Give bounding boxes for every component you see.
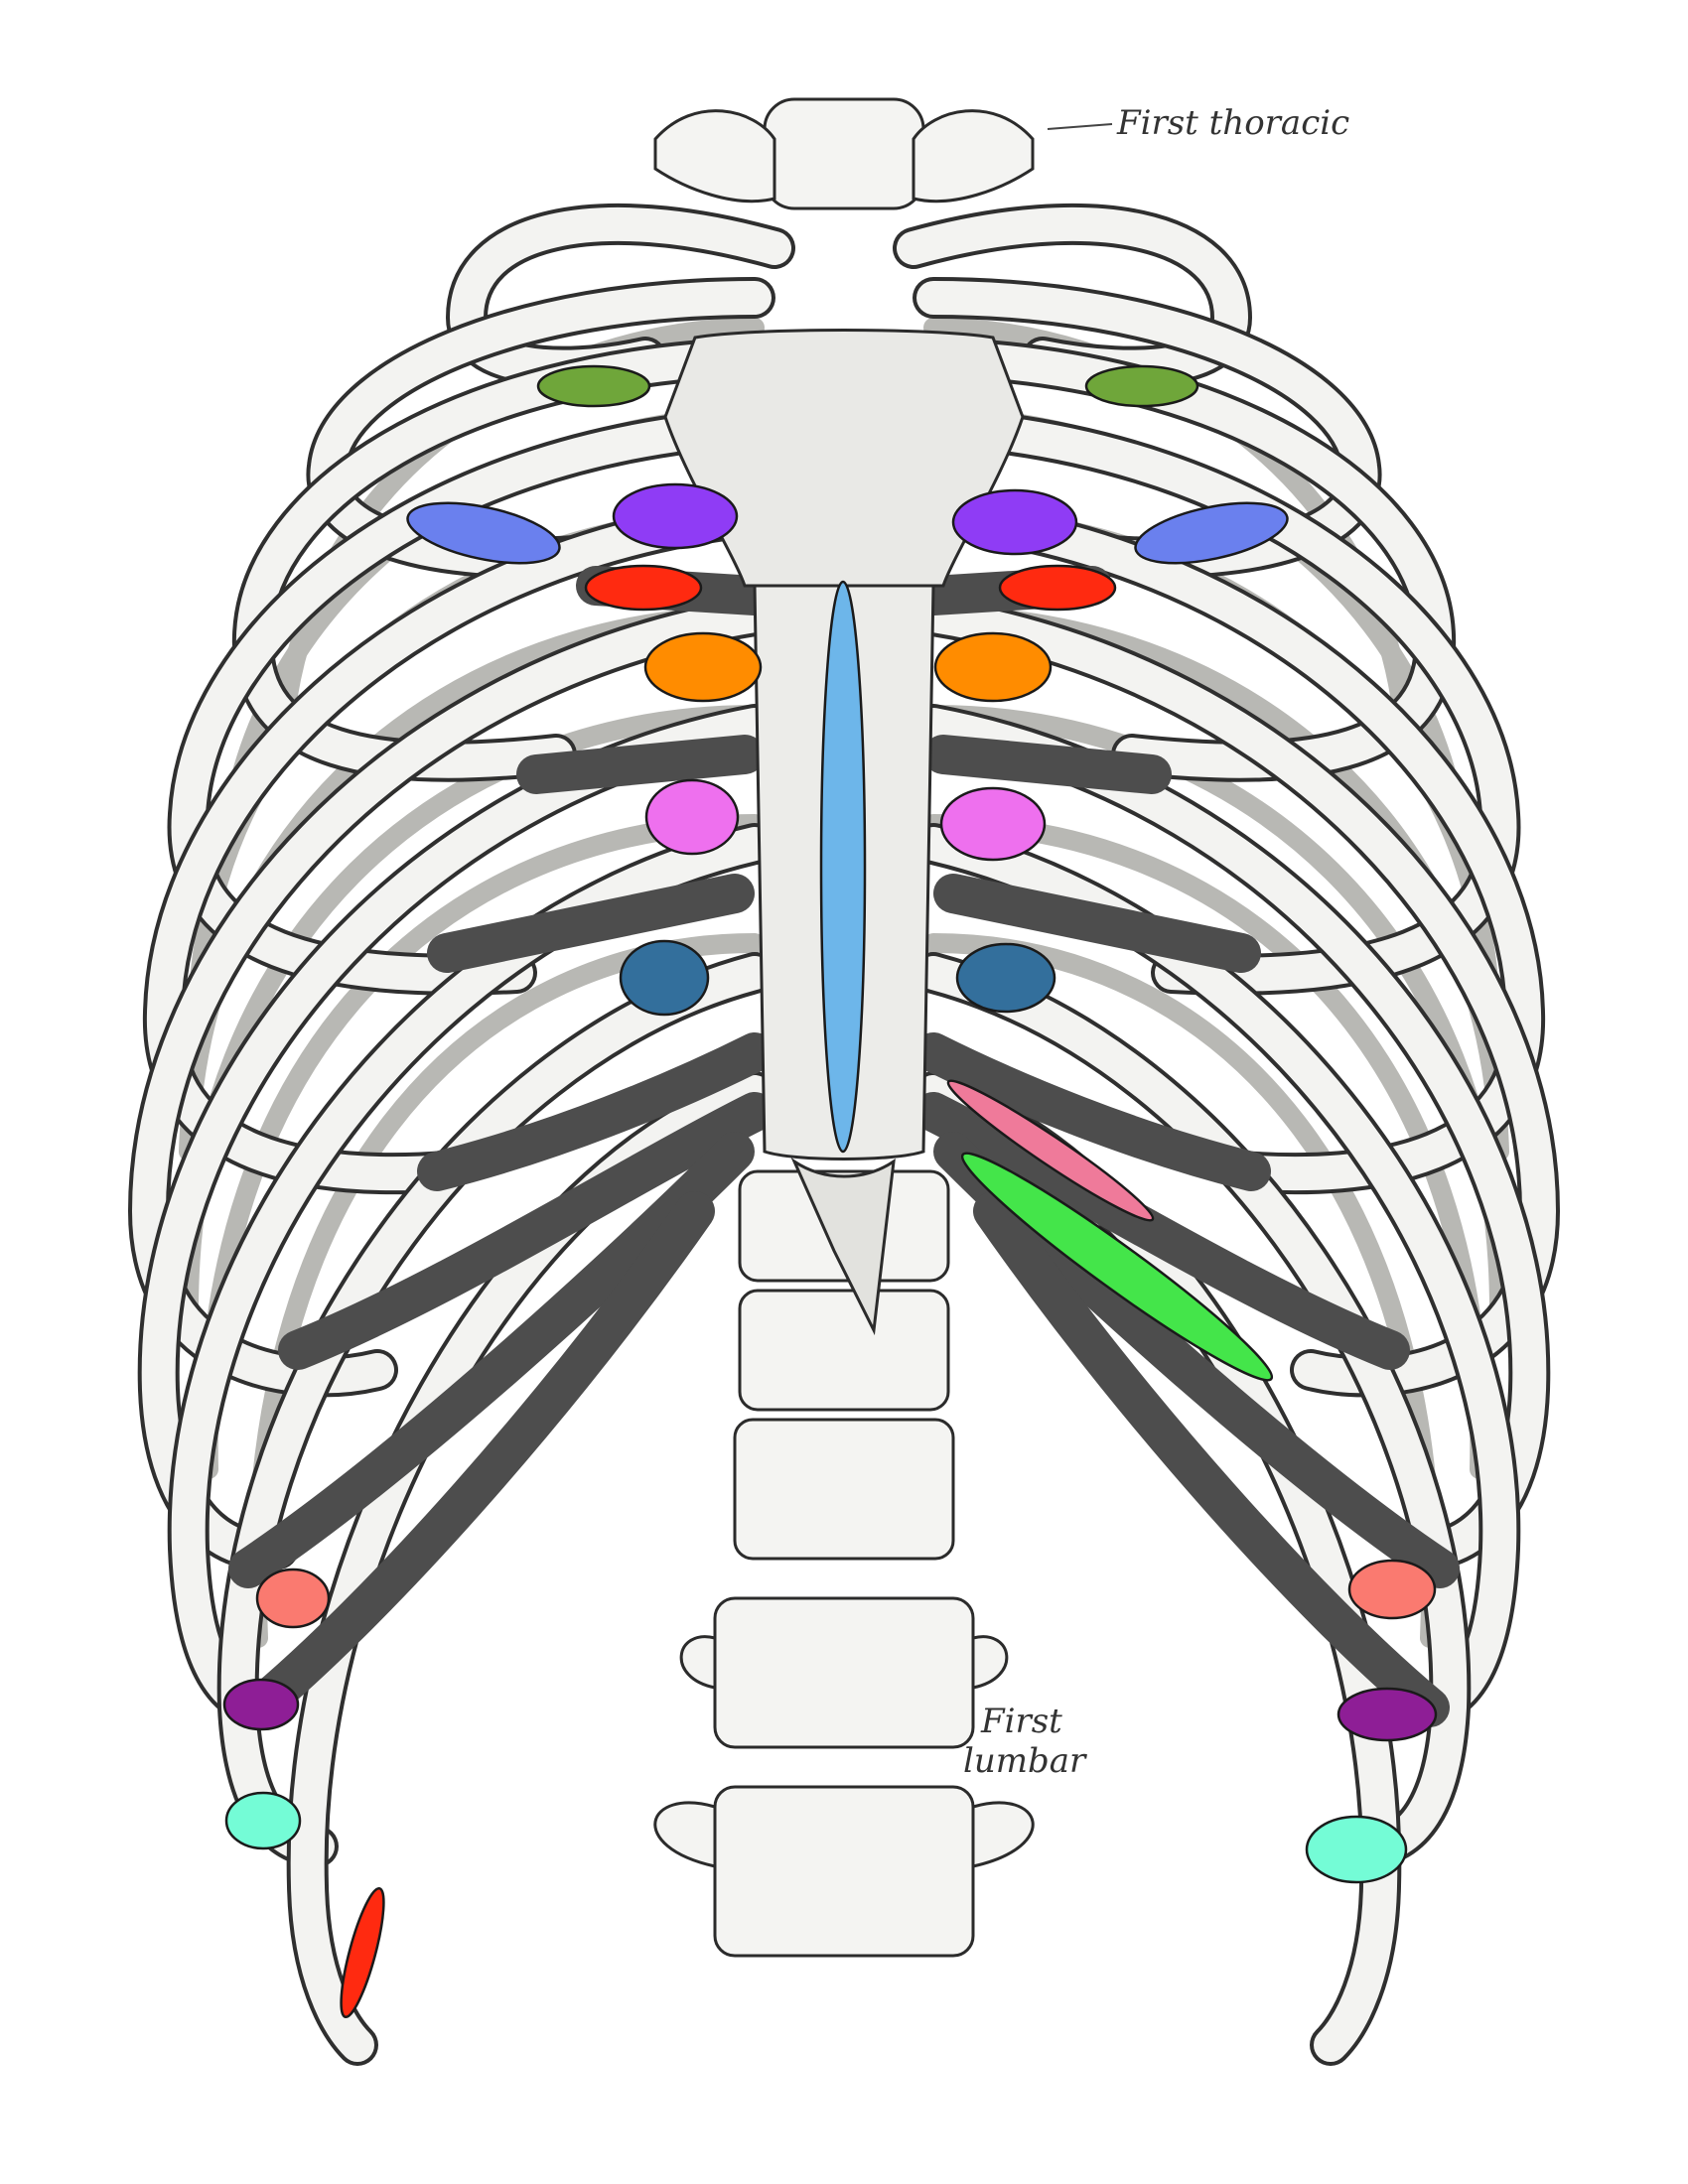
marker-rib-10-left (222, 1678, 300, 1731)
first-lumbar-label-line1: First (980, 1702, 1062, 1741)
first-thoracic-leader-line (1047, 123, 1113, 130)
marker-costal-2-left (612, 482, 739, 550)
marker-costal-6-left (619, 939, 710, 1017)
anterior-ribs-left (127, 277, 775, 2066)
marker-costal-2-outer-right (1134, 501, 1289, 565)
marker-costal-5-right (939, 786, 1047, 862)
first-lumbar-label-line2: lumbar (963, 1741, 1087, 1781)
first-thoracic-label: First thoracic (1116, 103, 1349, 143)
marker-costal-4-left (643, 631, 763, 703)
marker-rib-9-right (1347, 1559, 1437, 1620)
marker-costal-1-left (536, 364, 651, 408)
marker-rib-11-left (224, 1791, 302, 1850)
marker-costal-2-right (951, 488, 1078, 556)
marker-costal-4-right (933, 631, 1053, 703)
marker-rib-12-left (340, 1886, 385, 2019)
marker-costal-5-left (644, 778, 740, 856)
colored-markers (222, 364, 1438, 2019)
marker-costal-7-right (946, 1079, 1155, 1222)
marker-sternum (819, 580, 867, 1154)
vertebral-column (653, 97, 1035, 1958)
marker-rib-9-left (255, 1568, 331, 1629)
marker-rib-11-right (1305, 1815, 1408, 1884)
marker-costal-2-outer-left (406, 501, 561, 565)
marker-costal-3-right (998, 564, 1117, 612)
marker-costal-3-left (584, 564, 703, 612)
marker-rib-10-right (1336, 1687, 1438, 1742)
marker-costal-1-right (1084, 364, 1199, 408)
marker-costal-8-right (960, 1152, 1274, 1382)
marker-costal-6-right (955, 942, 1056, 1014)
